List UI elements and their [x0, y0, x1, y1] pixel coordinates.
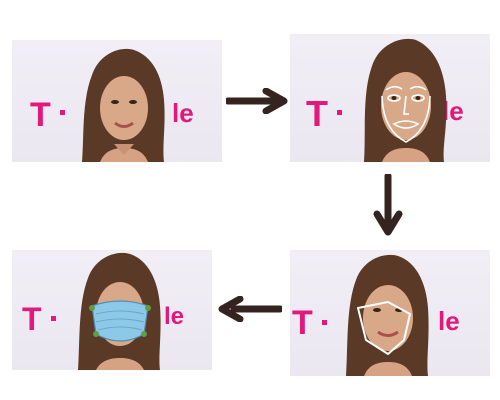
arrow-left-icon [218, 296, 282, 322]
backdrop-logo-dot [60, 110, 65, 115]
surgical-mask [89, 300, 151, 342]
backdrop-logo-t: T [306, 93, 328, 134]
face [100, 76, 148, 140]
panel-mask-region: T le [290, 250, 490, 376]
portrait-original: T le [30, 48, 194, 162]
arrow-right [226, 88, 288, 114]
arrow-right-icon [226, 88, 288, 114]
panel-face-landmarks: T le [290, 34, 490, 162]
panel-original-photo: T le [12, 40, 222, 162]
neck-shoulders [364, 362, 412, 376]
face [381, 72, 431, 140]
face [363, 285, 413, 351]
portrait-masked: T le [22, 252, 184, 370]
backdrop-logo-t: T [30, 96, 51, 134]
arrow-down [373, 174, 403, 236]
backdrop-logo-t: T [292, 304, 313, 342]
panel-masked-result: T le [12, 250, 212, 370]
backdrop-logo-tail: le [438, 306, 460, 336]
mask-region-outline [357, 301, 411, 355]
arrow-down-icon [373, 174, 403, 236]
portrait-landmarks: T le [306, 38, 464, 162]
arrow-left [218, 296, 282, 322]
portrait-mask-region: T le [292, 254, 460, 376]
neck-shoulders [382, 148, 430, 162]
backdrop-logo-dot [51, 316, 56, 321]
neck-shoulders [96, 358, 144, 370]
backdrop-logo-tail: le [164, 303, 184, 330]
backdrop-logo-dot [322, 320, 327, 325]
backdrop-logo-dot [337, 110, 342, 115]
backdrop-logo-t: T [22, 301, 42, 337]
landmark-outline [381, 85, 431, 143]
backdrop-logo-tail: le [442, 96, 464, 126]
backdrop-logo-tail: le [172, 98, 194, 128]
